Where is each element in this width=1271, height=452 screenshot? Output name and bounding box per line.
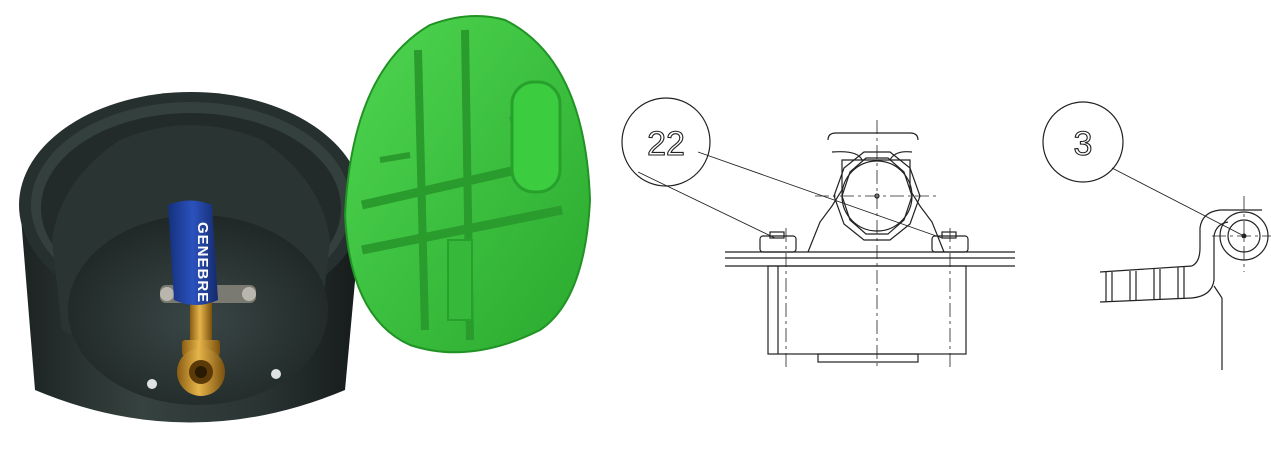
lower-housing (767, 265, 967, 363)
front-view-svg: 22 (621, 97, 1015, 368)
callout-balloon-22: 22 (621, 97, 711, 187)
front-view-drawing: 22 (610, 0, 1030, 452)
base-plate (725, 251, 1015, 267)
mounting-bolts (759, 231, 969, 253)
leader-line (697, 151, 943, 239)
brand-label: GENEBRE (194, 222, 211, 303)
leader-line (637, 171, 776, 239)
leader-line (1111, 167, 1245, 237)
valve-box-illustration: GENEBRE (19, 15, 592, 423)
pipe-section (1212, 196, 1271, 272)
hose-fitting (1099, 265, 1193, 303)
green-lid (343, 15, 592, 354)
side-view-drawing: 3 (1030, 0, 1271, 452)
product-photo: GENEBRE (0, 0, 600, 452)
callout-number: 22 (647, 125, 685, 163)
callout-number: 3 (1074, 125, 1093, 163)
valve-handle: GENEBRE (168, 200, 218, 305)
side-view-svg: 3 (1042, 101, 1271, 370)
centerlines (785, 120, 951, 368)
mounting-bracket (1191, 209, 1262, 370)
valve-assembly: GENEBRE (160, 200, 256, 396)
valve-body (807, 132, 945, 253)
callout-balloon-3: 3 (1042, 101, 1124, 183)
